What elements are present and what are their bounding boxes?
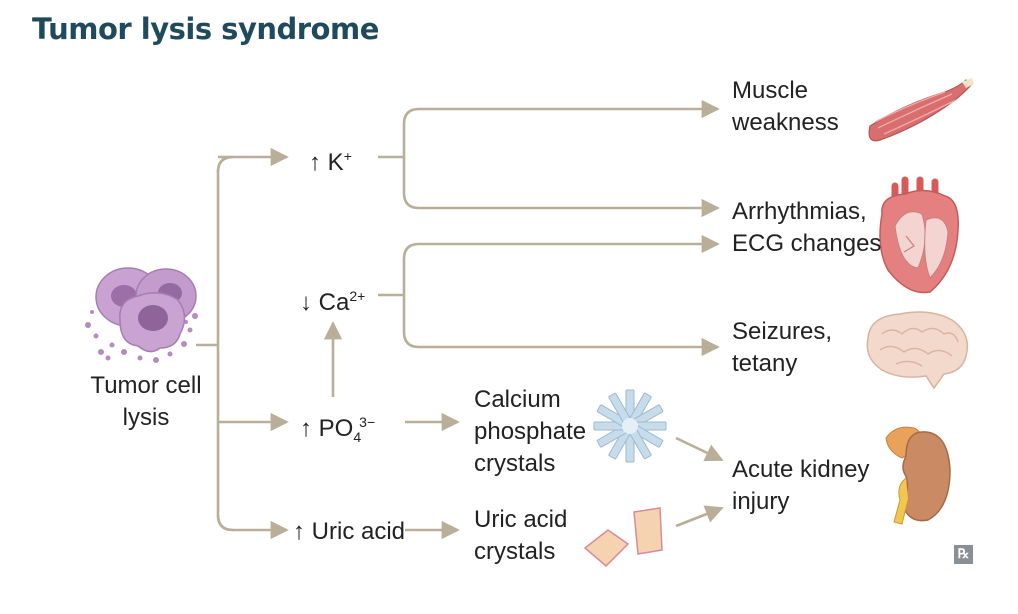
arrow-to-uric: [216, 514, 289, 540]
calcium-phosphate-crystals-label: Calcium phosphate crystals: [474, 384, 586, 480]
page-title: Tumor lysis syndrome: [32, 12, 379, 46]
arrow-uric-crystal-to-aki: [675, 505, 724, 528]
uric-crystal-line-2: crystals: [474, 538, 556, 565]
uric-acid-crystal-icon: [583, 507, 663, 568]
k-charge: +: [343, 148, 352, 164]
aki-line-2: injury: [732, 488, 790, 515]
tumor-cells-icon: [85, 267, 198, 363]
seizures-label: Seizures, tetany: [732, 316, 832, 380]
uric-crystal-line-1: Uric acid: [474, 506, 568, 533]
kidney-icon: [885, 426, 951, 525]
aki-line-1: Acute kidney: [732, 456, 870, 483]
po4-charge: 3−: [359, 414, 376, 430]
connectors: [196, 99, 724, 540]
arrow-calcium-crystal-to-aki: [675, 436, 724, 462]
crystal-line-1: Calcium: [474, 386, 561, 413]
rx-badge-icon: ℞: [954, 545, 973, 564]
muscle-line-2: weakness: [732, 109, 839, 136]
heart-icon: [879, 176, 959, 294]
uric-acid-crystals-label: Uric acid crystals: [474, 504, 567, 568]
arrhythmia-line-1: Arrhythmias,: [732, 198, 867, 225]
arrow-trunk-vertical: [216, 155, 234, 532]
po4-subscript: 4: [353, 428, 362, 445]
seizures-line-2: tetany: [732, 350, 798, 377]
arrow-k-to-arrhythmia: [402, 157, 720, 218]
down-arrow-icon: ↓: [300, 289, 312, 316]
tumor-cell-lysis-label: Tumor cell lysis: [84, 370, 208, 434]
muscle-line-1: Muscle: [732, 77, 809, 104]
brain-icon: [866, 311, 969, 390]
arrhythmia-line-2: ECG changes: [732, 230, 882, 257]
ca-charge: 2+: [349, 288, 366, 304]
arrow-ca-to-ecg: [402, 234, 720, 295]
source-line-1: Tumor cell: [90, 372, 202, 399]
arrow-k-to-muscle: [402, 99, 720, 157]
arrow-to-k: [216, 147, 289, 173]
uric-acid-label: ↑ Uric acid: [293, 518, 406, 545]
muscle-weakness-label: Muscle weakness: [732, 75, 839, 139]
up-arrow-icon: ↑: [309, 149, 321, 176]
phosphate-label: ↑ PO43−: [300, 406, 375, 453]
crystal-line-3: crystals: [474, 450, 556, 477]
acute-kidney-injury-label: Acute kidney injury: [732, 454, 869, 518]
crystal-line-2: phosphate: [474, 418, 587, 445]
muscle-icon: [868, 78, 974, 142]
calcium-label: ↓ Ca2+: [300, 280, 365, 319]
calcium-phosphate-crystal-icon: [593, 389, 667, 463]
up-arrow-icon: ↑: [300, 415, 312, 442]
seizures-line-1: Seizures,: [732, 318, 833, 345]
po-symbol: PO: [318, 415, 354, 442]
arrow-ca-to-seizures: [402, 295, 720, 357]
arrhythmias-label: Arrhythmias, ECG changes: [732, 196, 881, 260]
source-line-2: lysis: [122, 404, 170, 431]
potassium-label: ↑ K+: [309, 140, 352, 179]
k-symbol: K: [327, 149, 344, 176]
ca-symbol: Ca: [318, 289, 350, 316]
